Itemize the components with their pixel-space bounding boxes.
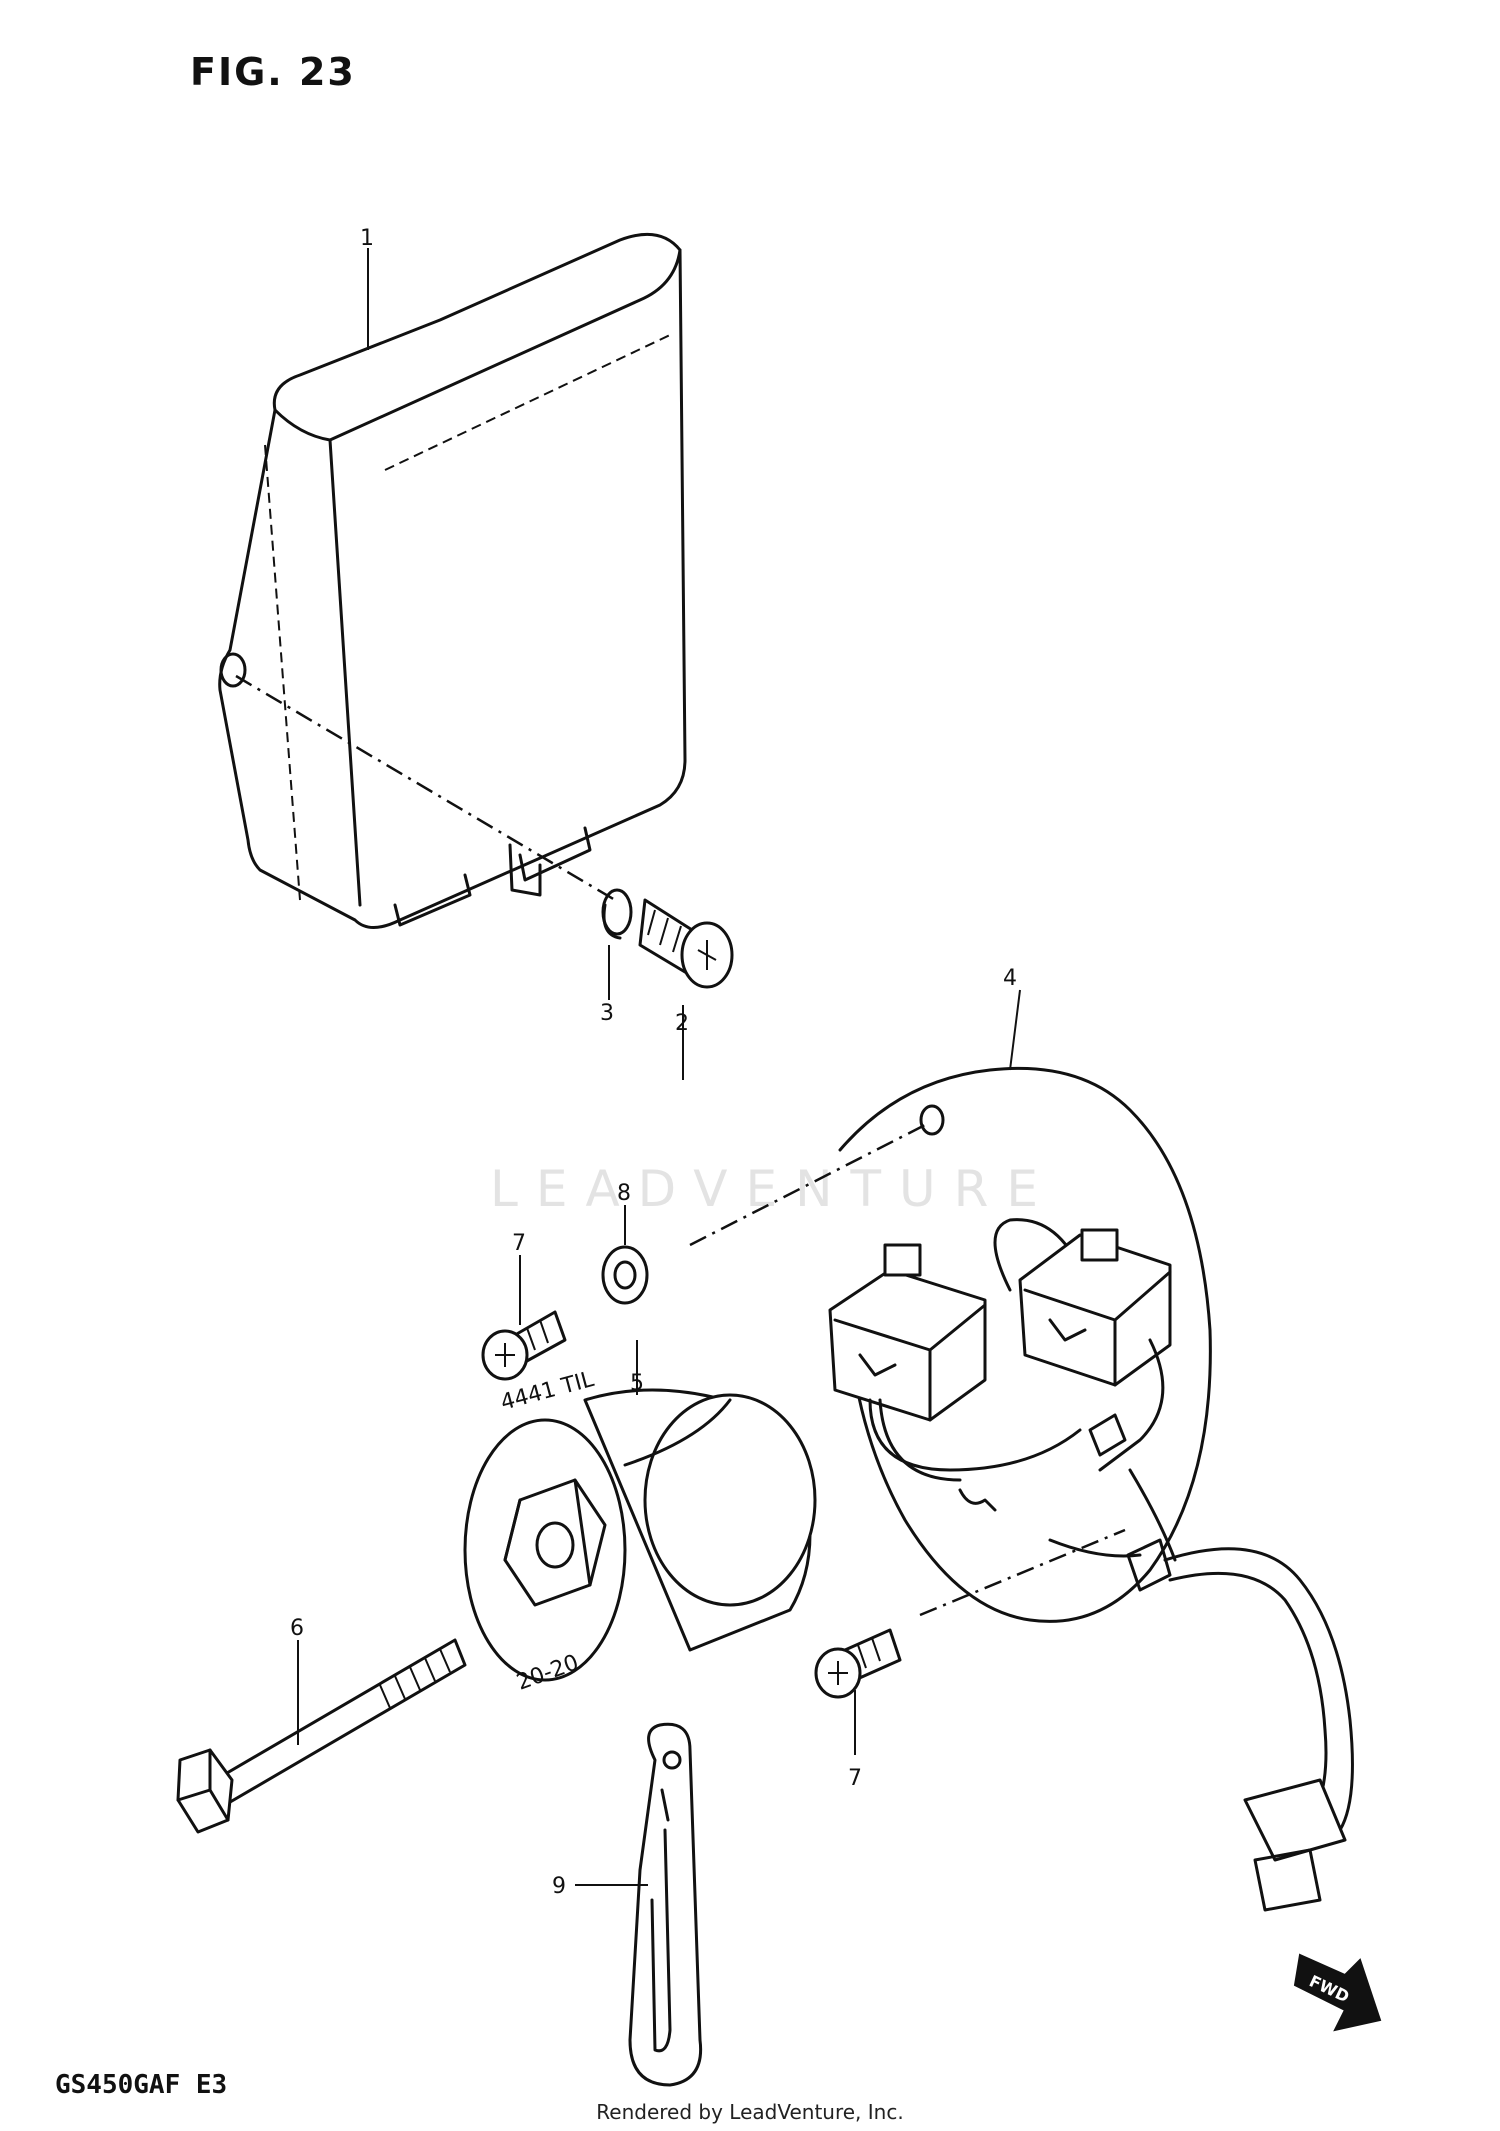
part-7-screw-upper[interactable] xyxy=(481,1310,567,1381)
part-4-signal-generator-plate[interactable] xyxy=(828,1066,1354,1912)
part-9-band[interactable] xyxy=(628,1722,703,2087)
part-7-screw-lower[interactable] xyxy=(814,1628,902,1699)
callout-1: 1 xyxy=(360,226,374,251)
assembly-line-1 xyxy=(235,674,616,902)
figure-title: FIG. 23 xyxy=(190,50,356,94)
callout-7-upper: 7 xyxy=(512,1231,526,1256)
forward-arrow: FWD xyxy=(1293,1953,1382,2032)
model-code: GS450GAF E3 xyxy=(55,2070,228,2100)
callout-4: 4 xyxy=(1003,966,1017,991)
part-5-rotor[interactable]: 4441 TIL 20-20 xyxy=(463,1367,817,1696)
callout-5: 5 xyxy=(630,1371,644,1396)
part-2-screw[interactable] xyxy=(638,898,734,989)
callout-6: 6 xyxy=(290,1616,304,1641)
assembly-line-2 xyxy=(689,1123,926,1247)
part-6-bolt[interactable] xyxy=(176,1638,467,1834)
callout-3: 3 xyxy=(600,1001,614,1026)
callout-2: 2 xyxy=(675,1011,689,1036)
callout-7-lower: 7 xyxy=(848,1766,862,1791)
part-3-lock-washer[interactable] xyxy=(601,888,633,940)
part-8-washer[interactable] xyxy=(601,1245,649,1305)
callout-9: 9 xyxy=(552,1874,566,1899)
part-1-igniter-unit[interactable] xyxy=(218,232,687,929)
callout-8: 8 xyxy=(617,1181,631,1206)
render-credit: Rendered by LeadVenture, Inc. xyxy=(596,2100,904,2124)
leader-4 xyxy=(1009,989,1021,1071)
assembly-line-3 xyxy=(919,1528,1126,1617)
